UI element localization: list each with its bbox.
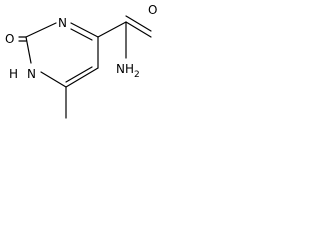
atom-o-amide: O bbox=[148, 3, 157, 17]
atom-n-ring-nh: N bbox=[27, 67, 36, 81]
atom-nh2-amide: NH2 bbox=[116, 62, 140, 80]
ring-bonds bbox=[25, 22, 99, 88]
atom-o-ring: O bbox=[5, 32, 14, 46]
bond-camide-o bbox=[125, 21, 152, 38]
bond-c6-n1 bbox=[40, 71, 67, 88]
bond-c2-n3 bbox=[25, 22, 57, 38]
atom-h-ring: H bbox=[9, 67, 18, 81]
molecule-structure: O N H N O NH2 bbox=[5, 3, 157, 119]
bond-c5-c6-double bbox=[65, 66, 93, 83]
bond-camide-o-double bbox=[125, 15, 152, 32]
amide-nh-subscript: 2 bbox=[134, 70, 140, 80]
atom-n-ring-top: N bbox=[58, 16, 67, 30]
bond-n3-c4-double bbox=[70, 28, 93, 41]
bond-n1-c2 bbox=[25, 36, 32, 64]
amide-nh-label: NH bbox=[116, 62, 134, 76]
bond-c5-c6 bbox=[65, 67, 99, 88]
bond-c4-camide bbox=[97, 21, 127, 38]
bond-n3-c4 bbox=[70, 22, 99, 38]
